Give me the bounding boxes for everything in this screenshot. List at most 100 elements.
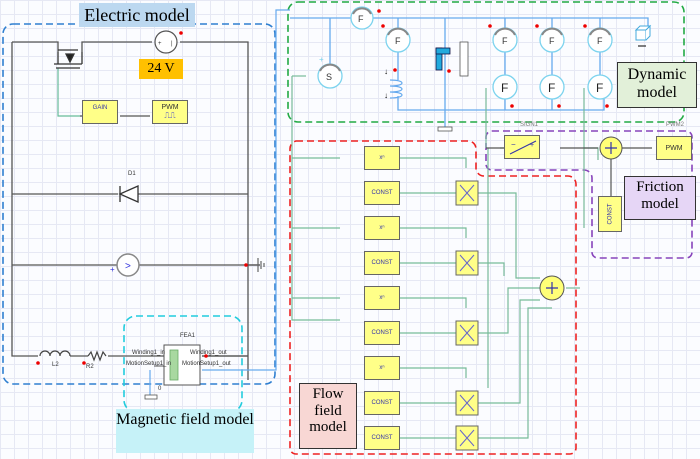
- pwm-wave-icon: ⎍⎍: [164, 110, 176, 120]
- fea-block[interactable]: [144, 9, 290, 400]
- magnetic-region-border: [123, 315, 243, 413]
- svg-text:−: −: [511, 140, 516, 149]
- svg-text:|: |: [171, 41, 173, 47]
- pwm2-block[interactable]: PWM: [656, 136, 692, 160]
- friction-model-label: Friction model: [624, 176, 696, 220]
- const-block-label: CONST: [371, 330, 393, 336]
- pwm-block-label: PWM: [161, 103, 179, 111]
- power-block[interactable]: xⁿ: [364, 216, 400, 240]
- ground-icon: [244, 258, 265, 272]
- power-block[interactable]: xⁿ: [364, 286, 400, 310]
- force-source-label: F: [395, 36, 401, 46]
- const-block[interactable]: CONST: [364, 251, 400, 275]
- dynamic-model-label: Dynamic model: [617, 62, 697, 108]
- multiply-block[interactable]: [455, 250, 479, 276]
- force-sources-row: F F F F: [381, 24, 613, 53]
- svg-text:>: >: [125, 261, 131, 272]
- fea-port-winding-out: Winding1_out: [190, 350, 227, 356]
- const-block-label: CONST: [371, 435, 393, 441]
- voltage-sensor-icon: > +: [110, 253, 140, 277]
- multiply-block[interactable]: [455, 320, 479, 346]
- force-source-label: F: [549, 36, 555, 46]
- force-sensors-row: F F F: [492, 74, 613, 108]
- inductor-label: L2: [52, 362, 59, 368]
- resistor-label: R2: [86, 364, 94, 370]
- svg-text:↓: ↓: [384, 91, 388, 100]
- force-source-icon: F: [381, 24, 411, 53]
- multiply-block[interactable]: [455, 425, 479, 451]
- power-block-label: xⁿ: [379, 365, 385, 371]
- signal-wires: [291, 75, 599, 439]
- magnetic-field-model-label: Magnetic field model: [116, 409, 254, 453]
- sign-block[interactable]: − +: [504, 135, 540, 159]
- const-block[interactable]: CONST: [364, 321, 400, 345]
- electric-model-label: Electric model: [79, 3, 195, 27]
- force-sensor-icon: F: [587, 74, 613, 108]
- friction-region-border: [485, 130, 693, 259]
- fea-port-motion-out: MotionSetup1_out: [182, 361, 231, 367]
- svg-text:↓: ↓: [384, 67, 388, 76]
- speed-source-icon: S +: [317, 55, 343, 89]
- power-block-label: xⁿ: [379, 295, 385, 301]
- inductor-icon: [36, 350, 71, 365]
- force-sensor-label: F: [596, 81, 603, 95]
- fea-port-winding-in: Winding1_in: [132, 350, 166, 356]
- force-source-icon: F: [488, 24, 518, 53]
- svg-text:S: S: [326, 72, 332, 82]
- mosfet-icon: [54, 49, 83, 69]
- force-source-icon: F: [583, 24, 613, 53]
- gain-block-label: GAIN: [92, 105, 108, 111]
- cube-icon: [634, 24, 652, 47]
- resistor-icon: [82, 350, 107, 365]
- pwm2-block-name: PWM2: [666, 122, 684, 128]
- gate-drive-wire: [57, 68, 80, 117]
- const-block-label: CONST: [371, 400, 393, 406]
- electric-wires: [11, 41, 260, 380]
- friction-const-block[interactable]: CONST: [598, 196, 622, 232]
- multiply-block[interactable]: [455, 390, 479, 416]
- voltage-source-icon: + |: [154, 30, 183, 54]
- sum-block-flow: [539, 275, 565, 301]
- force-sensor-label: F: [501, 81, 508, 95]
- force-source-icon: F: [350, 6, 381, 30]
- force-sensor-label: F: [548, 81, 555, 95]
- force-source-icon: F: [535, 24, 565, 53]
- pwm-block[interactable]: PWM ⎍⎍: [152, 100, 188, 124]
- svg-text:+: +: [530, 142, 534, 149]
- gain-block[interactable]: GAIN: [82, 100, 118, 124]
- multiply-block[interactable]: [455, 180, 479, 206]
- svg-text:+: +: [319, 55, 324, 64]
- flow-region-border: [289, 140, 577, 455]
- const-block[interactable]: CONST: [364, 391, 400, 415]
- sign-block-name: SIGN1: [520, 122, 539, 128]
- const-block[interactable]: CONST: [364, 181, 400, 205]
- friction-const-label: CONST: [607, 203, 613, 225]
- mechanical-ground-icon: [437, 126, 453, 132]
- power-block[interactable]: xⁿ: [364, 146, 400, 170]
- power-block[interactable]: xⁿ: [364, 356, 400, 380]
- fea-ground-label: 0: [158, 386, 162, 392]
- force-source-label: F: [502, 36, 508, 46]
- sign-ramp-icon: − +: [509, 140, 537, 155]
- diode-icon: [118, 184, 139, 204]
- multiply-blocks: [455, 180, 479, 451]
- svg-text:+: +: [158, 41, 162, 47]
- fea-name: FEA1: [180, 333, 196, 339]
- svg-text:+: +: [110, 265, 115, 274]
- const-block[interactable]: CONST: [364, 426, 400, 450]
- const-block-label: CONST: [371, 260, 393, 266]
- fea-port-motion-in: MotionSetup1_in: [126, 361, 172, 367]
- diode-label: D1: [128, 171, 136, 177]
- spring-icon: ↓ ↓: [384, 67, 403, 100]
- force-sensor-icon: F: [539, 74, 565, 108]
- mass-icon: [435, 41, 469, 77]
- flow-field-model-label: Flow field model: [299, 383, 357, 449]
- pwm2-block-label: PWM: [665, 144, 683, 152]
- force-source-label: F: [597, 36, 603, 46]
- voltage-badge: 24 V: [139, 59, 183, 79]
- const-block-label: CONST: [371, 190, 393, 196]
- power-block-label: xⁿ: [379, 155, 385, 161]
- svg-text:F: F: [358, 14, 364, 24]
